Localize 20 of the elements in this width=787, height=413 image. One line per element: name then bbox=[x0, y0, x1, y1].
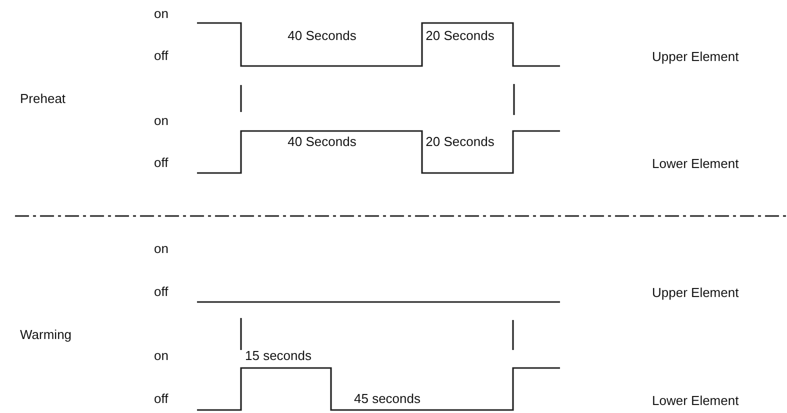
state-label: off bbox=[154, 48, 168, 63]
mode-label: Warming bbox=[20, 327, 72, 342]
duration-label: 40 Seconds bbox=[287, 27, 357, 45]
duration-label: 20 Seconds bbox=[425, 27, 495, 45]
state-label: off bbox=[154, 391, 168, 406]
signal-name: Lower Element bbox=[652, 156, 739, 171]
state-label: off bbox=[154, 155, 168, 170]
duration-label: 45 seconds bbox=[354, 391, 420, 406]
signal-name: Upper Element bbox=[652, 285, 739, 300]
state-label: on bbox=[154, 348, 168, 363]
duration-label: 20 Seconds bbox=[425, 133, 495, 151]
duration-label: 40 Seconds bbox=[287, 133, 357, 151]
signal-name: Upper Element bbox=[652, 49, 739, 64]
state-label: off bbox=[154, 284, 168, 299]
signal-name: Lower Element bbox=[652, 393, 739, 408]
state-label: on bbox=[154, 113, 168, 128]
state-label: on bbox=[154, 6, 168, 21]
state-label: on bbox=[154, 241, 168, 256]
duration-label: 15 seconds bbox=[245, 348, 312, 363]
mode-label: Preheat bbox=[20, 91, 66, 106]
